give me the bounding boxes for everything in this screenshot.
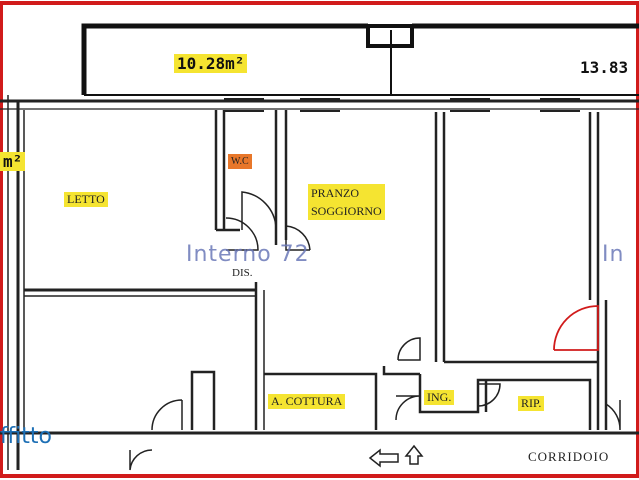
room-cottura: A. COTTURA [268, 394, 346, 409]
room-pranzo: PRANZO SOGGIORNO [308, 184, 385, 220]
room-ing: ING. [424, 390, 455, 405]
room-corridoio: CORRIDOIO [528, 449, 610, 464]
watermark-affitto: ffitto [0, 424, 52, 449]
building-walls [0, 95, 639, 470]
room-pranzo-line2: SOGGIORNO [311, 204, 382, 218]
room-pranzo-line1: PRANZO [311, 186, 360, 200]
unit-interno-72: Interno 72 [186, 242, 310, 267]
unit-interno-partial: In [602, 242, 625, 267]
balcony-area-left: 10.28m² [174, 54, 248, 73]
entry-arrows [368, 444, 424, 468]
balcony [81, 23, 639, 96]
room-dis: DIS. [232, 267, 253, 279]
room-letto: LETTO [64, 192, 108, 207]
room-wc: W.C [228, 154, 252, 169]
door-swings [129, 191, 621, 471]
door-swing-red [553, 305, 599, 351]
balcony-area-right: 13.83 [580, 58, 629, 77]
room-rip: RIP. [518, 396, 545, 411]
left-area-partial: m² [0, 152, 26, 171]
interior-walls [24, 110, 608, 430]
